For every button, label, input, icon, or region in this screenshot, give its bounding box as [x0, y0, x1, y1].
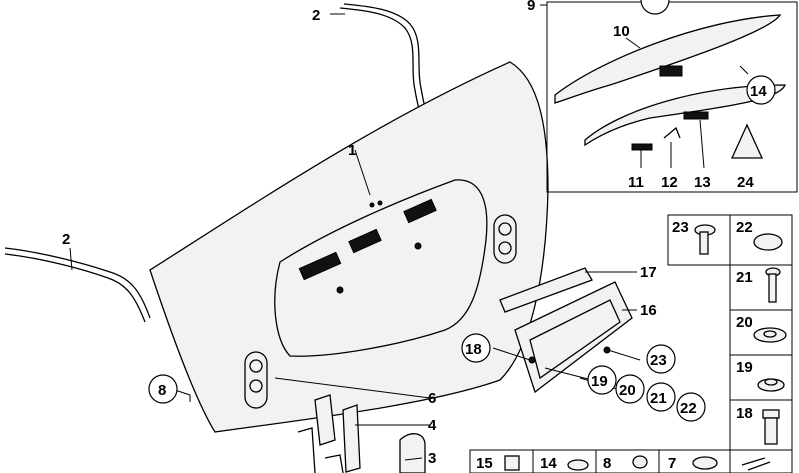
- box-label-23: 23: [672, 219, 689, 236]
- bottom-label-8: 8: [603, 455, 611, 472]
- tailgate-panel[interactable]: [149, 61, 549, 433]
- label-10: 10: [613, 23, 630, 40]
- label-11: 11: [628, 174, 644, 191]
- label-2-upper: 2: [312, 7, 320, 24]
- hinge-assembly[interactable]: [297, 394, 426, 473]
- label-20: 20: [619, 382, 636, 399]
- label-17: 17: [640, 264, 657, 281]
- hardware-column: [667, 214, 793, 451]
- labels: 2 1 2 6 4 3 8 9 10 14 11 12 13 24 17 16 …: [62, 0, 767, 472]
- hardware-bottom-row: [469, 449, 793, 473]
- label-18: 18: [465, 341, 482, 358]
- label-24: 24: [737, 174, 754, 191]
- box-label-22: 22: [736, 219, 753, 236]
- label-22: 22: [680, 400, 697, 417]
- bottom-label-14: 14: [540, 455, 557, 472]
- label-13: 13: [694, 174, 711, 191]
- box-label-20: 20: [736, 314, 753, 331]
- spoiler-group-frame: [546, 1, 798, 193]
- callout-circles: [148, 0, 776, 422]
- spoiler-parts[interactable]: [554, 14, 786, 159]
- leader-lines: [69, 4, 749, 461]
- label-2-left: 2: [62, 231, 70, 248]
- bottom-label-15: 15: [476, 455, 493, 472]
- left-seal[interactable]: [4, 247, 151, 323]
- label-1: 1: [348, 142, 356, 159]
- label-21: 21: [650, 390, 667, 407]
- box-label-19: 19: [736, 359, 753, 376]
- label-6: 6: [428, 390, 436, 407]
- label-14: 14: [750, 83, 767, 100]
- label-12: 12: [661, 174, 678, 191]
- box-label-21: 21: [736, 269, 753, 286]
- label-19: 19: [591, 373, 608, 390]
- label-4: 4: [428, 417, 437, 434]
- label-3: 3: [428, 450, 436, 467]
- box-label-18: 18: [736, 405, 753, 422]
- label-8: 8: [158, 382, 166, 399]
- label-9: 9: [527, 0, 535, 14]
- label-23: 23: [650, 352, 667, 369]
- bottom-label-7: 7: [668, 455, 676, 472]
- label-16: 16: [640, 302, 657, 319]
- plate-holder[interactable]: [499, 267, 633, 394]
